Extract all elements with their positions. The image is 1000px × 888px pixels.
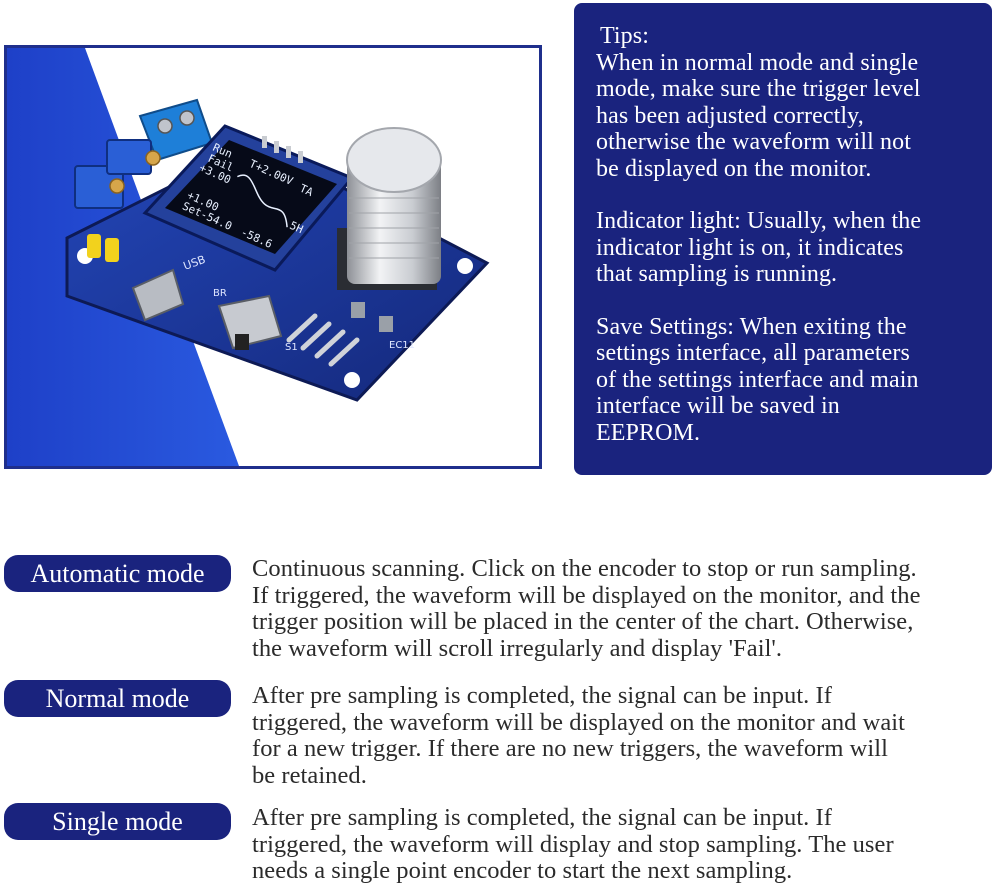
tips-paragraph-save: Save Settings: When exiting the settings… [596,313,919,446]
encoder-knob-top [346,127,442,193]
screen-line: 5H [288,219,305,236]
header-pins [262,136,303,163]
automatic-mode-description: Continuous scanning. Click on the encode… [252,555,921,662]
tips-title: Tips: [600,23,649,49]
tips-paragraph-trigger: When in normal mode and single mode, mak… [596,49,921,182]
product-photo: Run Fail +3.00 T+2.00V TA +1.00 Set-54.0… [4,45,542,469]
jumper [105,238,119,262]
output-pins [286,313,360,367]
potentiometer [106,139,152,175]
normal-mode-description: After pre sampling is completed, the sig… [252,682,906,789]
screen-line: TA [298,182,316,199]
silkscreen-label: BR [213,288,227,299]
mount-hole-icon [457,258,473,274]
knob-knurling [349,197,439,259]
single-mode-label: Single mode [4,803,231,840]
led [351,302,365,318]
led [379,316,393,332]
single-mode-description: After pre sampling is completed, the sig… [252,804,894,884]
automatic-mode-label: Automatic mode [4,555,231,592]
oled-screen [165,140,337,254]
silkscreen-label: S1 [285,342,298,353]
tips-paragraph-indicator: Indicator light: Usually, when the indic… [596,208,922,287]
slide-switch [217,294,283,350]
oscilloscope-module-illustration: Run Fail +3.00 T+2.00V TA +1.00 Set-54.0… [7,48,490,466]
mount-hole-icon [344,372,360,388]
switch-lever [235,334,249,350]
usb-port [131,268,185,322]
tips-panel: Tips: When in normal mode and single mod… [574,3,992,475]
normal-mode-label: Normal mode [4,680,231,717]
waveform-trace [237,174,288,228]
jumper [87,234,101,258]
silkscreen-label: EC11 [389,340,415,351]
